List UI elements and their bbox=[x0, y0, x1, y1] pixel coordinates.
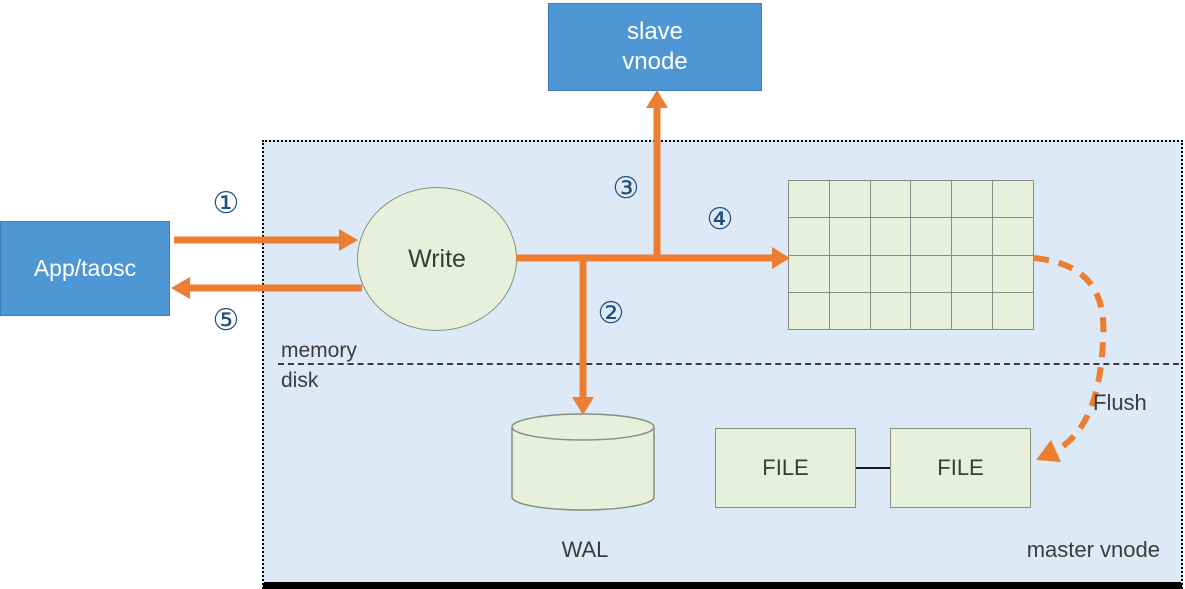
disk-label: disk bbox=[281, 369, 319, 392]
grid-cell bbox=[952, 218, 994, 256]
grid-cell bbox=[993, 255, 1034, 293]
file-connector-line bbox=[856, 467, 890, 469]
grid-cell bbox=[993, 218, 1034, 256]
grid-cell bbox=[789, 255, 830, 293]
step-2: ② bbox=[597, 296, 625, 331]
grid-cell bbox=[911, 255, 953, 293]
write-label: Write bbox=[408, 244, 466, 273]
file-box-left: FILE bbox=[715, 428, 856, 508]
arrow-write-to-app-head bbox=[171, 277, 190, 299]
grid-cell bbox=[911, 218, 953, 256]
arrow-to-slave-vnode-head bbox=[646, 90, 668, 108]
wal-label-text: WAL bbox=[561, 537, 609, 562]
grid-cell bbox=[829, 218, 871, 256]
grid-cell bbox=[870, 218, 912, 256]
grid-cell bbox=[952, 181, 994, 219]
memory-disk-divider bbox=[278, 363, 1179, 365]
step-5: ⑤ bbox=[212, 303, 240, 338]
wal-cylinder-body bbox=[511, 413, 655, 511]
memtable-grid bbox=[788, 180, 1034, 330]
app-taosc-box: App/taosc bbox=[0, 221, 170, 316]
step-1: ① bbox=[212, 186, 240, 221]
grid-cell bbox=[911, 292, 953, 330]
step-4: ④ bbox=[706, 202, 734, 237]
grid-cell bbox=[870, 292, 912, 330]
flush-label: Flush bbox=[1093, 390, 1147, 415]
grid-cell bbox=[829, 181, 871, 219]
write-node: Write bbox=[357, 187, 517, 331]
memory-label: memory bbox=[281, 339, 357, 362]
file-right-label: FILE bbox=[937, 455, 984, 480]
grid-cell bbox=[829, 255, 871, 293]
grid-cell bbox=[993, 292, 1034, 330]
slave-vnode-box: slave vnode bbox=[548, 3, 762, 91]
slave-vnode-label-line2: vnode bbox=[622, 48, 688, 75]
wal-cylinder bbox=[511, 413, 655, 511]
grid-cell bbox=[911, 181, 953, 219]
app-taosc-label: App/taosc bbox=[33, 255, 137, 281]
grid-cell bbox=[870, 255, 912, 293]
slave-vnode-label-line1: slave bbox=[626, 18, 684, 45]
wal-label: WAL bbox=[540, 537, 630, 563]
grid-cell bbox=[789, 292, 830, 330]
wal-cylinder-rim bbox=[511, 426, 655, 441]
file-left-label: FILE bbox=[762, 455, 809, 480]
grid-cell bbox=[789, 218, 830, 256]
step-3: ③ bbox=[612, 171, 640, 206]
grid-cell bbox=[829, 292, 871, 330]
grid-cell bbox=[952, 292, 994, 330]
master-vnode-label: master vnode bbox=[1026, 537, 1160, 562]
grid-cell bbox=[952, 255, 994, 293]
grid-cell bbox=[993, 181, 1034, 219]
grid-cell bbox=[870, 181, 912, 219]
file-box-right: FILE bbox=[890, 428, 1031, 508]
grid-cell bbox=[789, 181, 830, 219]
